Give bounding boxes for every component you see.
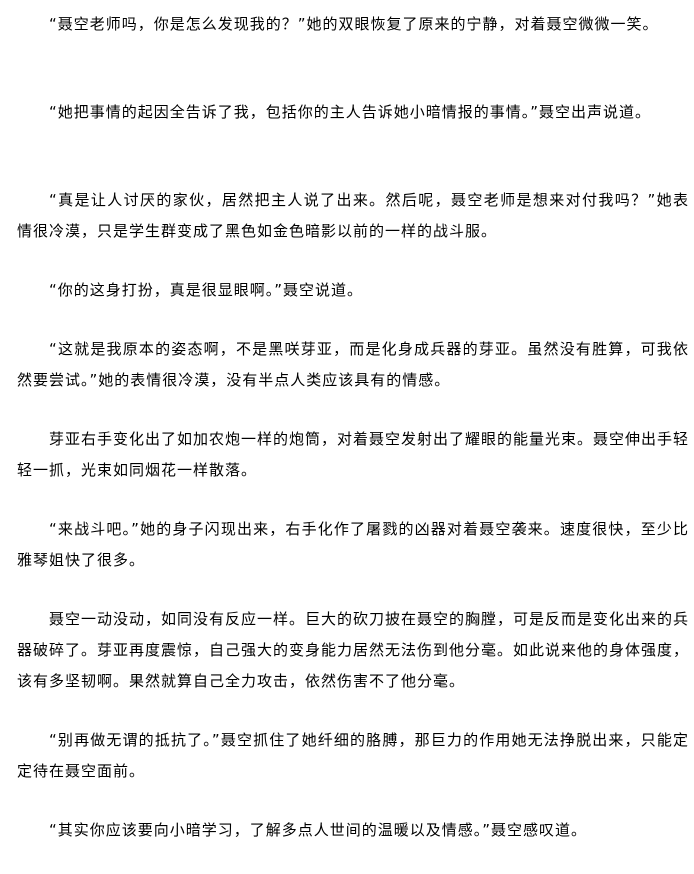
paragraph: “她把事情的起因全告诉了我，包括你的主人告诉她小暗情报的事情。”聂空出声说道。	[49, 103, 652, 121]
paragraph: “来战斗吧。”她的身子闪现出来，右手化作了屠戮的凶器对着聂空袭来。速度很快，至少…	[17, 520, 689, 569]
paragraph: “你的这身打扮，真是很显眼啊。”聂空说道。	[49, 281, 364, 299]
paragraph: 聂空一动没动，如同没有反应一样。巨大的砍刀披在聂空的胸膛，可是反而是变化出来的兵…	[17, 610, 690, 690]
paragraph: “这就是我原本的姿态啊，不是黑咲芽亚，而是化身成兵器的芽亚。虽然没有胜算，可我依…	[17, 340, 689, 389]
paragraph: 芽亚右手变化出了如加农炮一样的炮筒，对着聂空发射出了耀眼的能量光束。聂空伸出手轻…	[17, 430, 690, 479]
paragraph: “真是让人讨厌的家伙，居然把主人说了出来。然后呢，聂空老师是想来对付我吗？”她表…	[17, 191, 689, 240]
paragraph: “其实你应该要向小暗学习，了解多点人世间的温暖以及情感。”聂空感叹道。	[49, 821, 588, 839]
paragraph: “别再做无谓的抵抗了。”聂空抓住了她纤细的胳膊，那巨力的作用她无法挣脱出来，只能…	[17, 731, 689, 780]
paragraph: “聂空老师吗，你是怎么发现我的？”她的双眼恢复了原来的宁静，对着聂空微微一笑。	[49, 15, 659, 33]
document-body: “聂空老师吗，你是怎么发现我的？”她的双眼恢复了原来的宁静，对着聂空微微一笑。 …	[17, 9, 689, 874]
